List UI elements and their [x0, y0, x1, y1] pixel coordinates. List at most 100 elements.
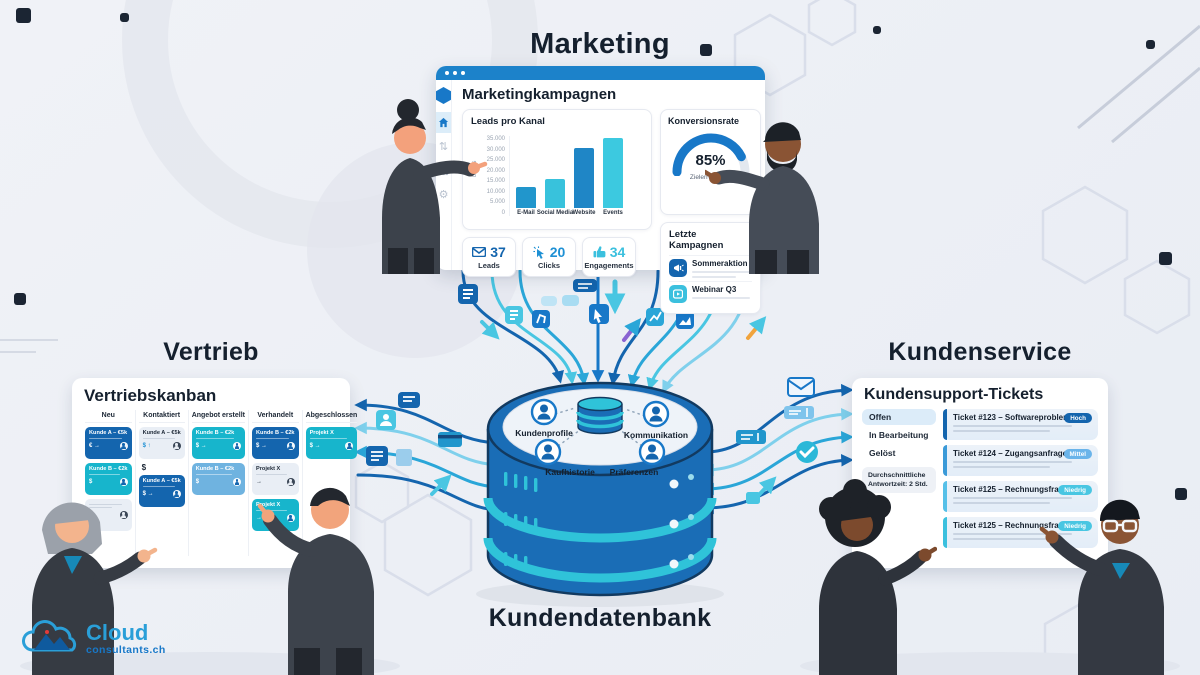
section-title-vertrieb: Vertrieb	[163, 338, 259, 366]
db-label-praeferenzen: Präferenzen	[610, 467, 659, 477]
card-avatar-icon	[286, 442, 295, 450]
sync-icon[interactable]: ⇅	[438, 141, 449, 153]
card-avatar-icon	[286, 514, 295, 522]
ticket-row[interactable]: Ticket #123 – Softwareproblem Hoch	[943, 409, 1098, 440]
brand-domain: consultants.ch	[86, 644, 166, 656]
card-avatar-icon	[172, 442, 181, 450]
db-label-kundenprofile: Kundenprofile	[515, 428, 573, 438]
campaign-item[interactable]: Webinar Q3	[669, 281, 752, 306]
click-cursor-icon	[533, 245, 544, 259]
ticket-row[interactable]: Ticket #125 – Rechnungsfrage Niedrig	[943, 517, 1098, 548]
bar-social-media	[545, 179, 565, 208]
filter-in-bearbeitung[interactable]: In Bearbeitung	[869, 430, 929, 440]
tickets-title: Kundensupport-Tickets	[864, 386, 1044, 403]
db-label-kaufhistorie: Kaufhistorie	[545, 467, 595, 477]
kanban-card[interactable]: Projekt X $ →	[305, 427, 358, 459]
bar-website	[574, 148, 594, 208]
filter-offen[interactable]: Offen	[862, 409, 936, 425]
section-title-kundenservice: Kundenservice	[888, 338, 1072, 366]
kanban-column-kontaktiert: Kontaktiert Kunde A – €5k $ ↑ $ Kunde A …	[136, 410, 189, 556]
card-avatar-icon	[172, 490, 181, 498]
priority-badge: Mittel	[1063, 449, 1092, 459]
stat-card-engagements: 34 Engagements	[582, 237, 636, 277]
gear-icon[interactable]: ⚙	[438, 189, 449, 201]
app-hexagon-logo-icon	[436, 87, 451, 104]
decor-square	[120, 13, 129, 22]
window-sidebar: ⇅ ⚙	[436, 80, 452, 270]
card-avatar-icon	[286, 478, 295, 486]
gauge-arc	[672, 133, 749, 176]
support-tickets-panel: Kundensupport-Tickets Offen In Bearbeitu…	[852, 378, 1108, 568]
conversion-gauge-card: Konversionsrate 85% Zielerreichung	[660, 109, 761, 215]
decor-square	[16, 8, 31, 23]
priority-badge: Hoch	[1064, 413, 1092, 423]
card-avatar-icon	[119, 478, 128, 486]
home-icon[interactable]	[436, 112, 451, 133]
window-titlebar	[436, 66, 765, 80]
gauge-value: 85%	[695, 152, 726, 169]
kanban-card[interactable]: Kunde B – €2k $ →	[252, 427, 299, 459]
thumbs-up-icon	[593, 246, 606, 258]
window-dot[interactable]	[445, 71, 449, 75]
sales-kanban-panel: Vertriebskanban Neu Kunde A – €5k € → Ku…	[72, 378, 358, 568]
megaphone-icon	[669, 259, 687, 277]
card-avatar-icon	[233, 478, 241, 486]
window-dot[interactable]	[453, 71, 457, 75]
priority-badge: Niedrig	[1058, 485, 1092, 495]
decor-square	[1146, 40, 1155, 49]
ticket-row[interactable]: Ticket #124 – Zugangsanfrage Mittel	[943, 445, 1098, 476]
window-dot[interactable]	[461, 71, 465, 75]
section-title-marketing: Marketing	[530, 28, 670, 60]
kanban-card[interactable]: Projekt X →	[252, 463, 299, 495]
stat-card-clicks: 20 Clicks	[522, 237, 576, 277]
person-service-man	[1039, 499, 1164, 675]
marketing-dashboard-window: ⇅ ⚙ Marketingkampagnen Leads pro Kanal L…	[436, 66, 765, 314]
card-avatar-icon	[119, 442, 128, 450]
kanban-column-neu: Neu Kunde A – €5k € → Kunde B – €2k $	[82, 410, 136, 556]
campaign-item[interactable]: Sommeraktion	[669, 255, 752, 281]
db-label-kommunikation: Kommunikation	[624, 430, 688, 440]
kanban-card[interactable]: Kunde A – €5k $ ↑	[138, 427, 185, 459]
card-avatar-icon	[233, 442, 241, 450]
brand-logo[interactable]: Cloud consultants.ch	[22, 620, 166, 658]
kanban-card[interactable]: Kunde B – €2k $	[191, 463, 245, 495]
person-marketing-woman	[382, 99, 488, 274]
ticket-list: Ticket #123 – Softwareproblem Hoch Ticke…	[943, 409, 1098, 553]
avg-response-note: Durchschnittliche Antwortzeit: 2 Std.	[862, 467, 936, 494]
stat-card-leads: 37 Leads	[462, 237, 516, 277]
decor-square	[700, 44, 712, 56]
person-sales-man	[257, 487, 374, 675]
kanban-column-abgeschlossen: Abgeschlossen Projekt X $ →	[303, 410, 361, 556]
chart-card-title: Leads pro Kanal	[471, 116, 545, 127]
cloud-mountain-icon	[22, 620, 77, 652]
kanban-card[interactable]: Kunde B – €2k $	[85, 463, 132, 495]
priority-badge: Niedrig	[1058, 521, 1092, 531]
customer-database-cylinder: Kundenprofile Kommunikation Kaufhistorie…	[476, 381, 724, 607]
kanban-column-angebot: Angebot erstellt Kunde B – €2k $ → Kunde…	[189, 410, 249, 556]
kanban-loose-label: $	[141, 463, 147, 472]
envelope-icon	[472, 247, 487, 257]
campaigns-card: Letzte Kampagnen Sommeraktion	[660, 222, 761, 314]
kanban-card[interactable]: Kunde A – €5k $ →	[138, 475, 185, 507]
ticket-row[interactable]: Ticket #125 – Rechnungsfrage Niedrig	[943, 481, 1098, 512]
ticket-filters: Offen In Bearbeitung Gelöst Durchschnitt…	[862, 409, 936, 553]
brand-name: Cloud	[86, 620, 149, 645]
video-play-icon	[669, 285, 687, 303]
filter-geloest[interactable]: Gelöst	[869, 448, 896, 458]
kanban-card[interactable]: Kunde A – €5k € →	[85, 427, 132, 459]
decor-square	[14, 293, 26, 305]
person-service-woman	[819, 479, 937, 675]
card-avatar-icon	[119, 511, 128, 519]
bar-email	[516, 187, 536, 208]
bar-events	[603, 138, 623, 208]
avatar	[530, 398, 670, 466]
kanban-card[interactable]: Kunde B – €2k $ →	[191, 427, 245, 459]
section-title-kundendatenbank: Kundendatenbank	[488, 604, 712, 632]
decor-square	[873, 26, 881, 34]
card-avatar-icon	[345, 442, 354, 450]
kanban-title: Vertriebskanban	[84, 386, 217, 405]
